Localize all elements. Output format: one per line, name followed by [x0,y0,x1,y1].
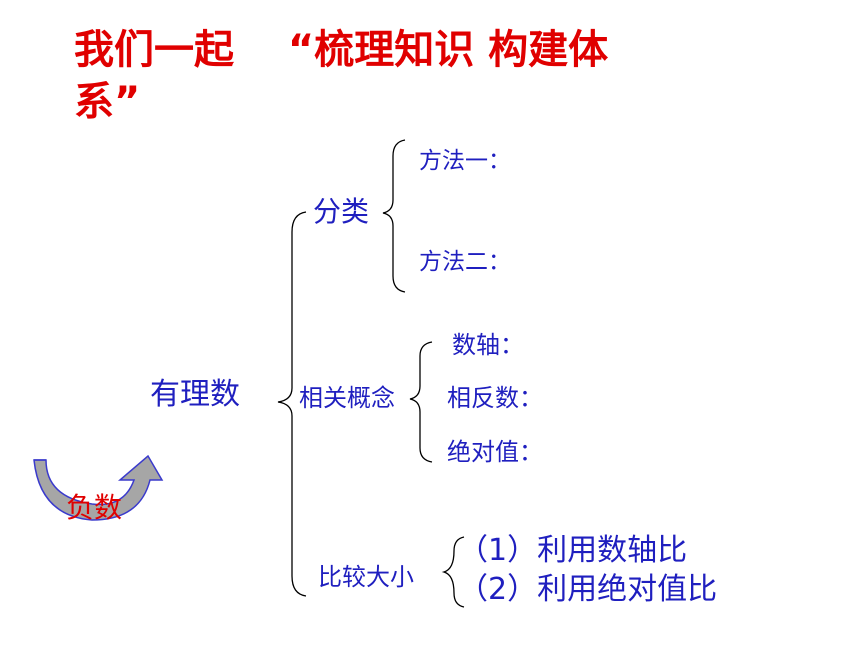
method-1-label: 方法一： [419,148,511,174]
main-brace [277,211,307,597]
compare-label: 比较大小 [318,563,414,591]
root-label: 有理数 [150,377,240,412]
page-title-line-1: 我们一起 “梳理知识 构建体 [74,27,609,73]
negative-label: 负数 [66,491,123,524]
page-title-line-2: 系” [74,79,141,125]
concepts-label: 相关概念 [299,384,395,412]
concept-absolute-value: 绝对值： [447,438,543,466]
compare-method-2: （2）利用绝对值比 [458,572,718,607]
concept-opposite-number: 相反数： [447,384,543,412]
classification-brace [382,139,406,293]
curved-arrow-icon [33,454,164,521]
compare-brace [441,536,465,608]
compare-method-1: （1）利用数轴比 [458,533,688,568]
method-2-label: 方法二： [419,249,511,275]
classification-label: 分类 [313,195,370,228]
concept-number-line: 数轴： [452,331,524,359]
concepts-brace [409,341,433,463]
